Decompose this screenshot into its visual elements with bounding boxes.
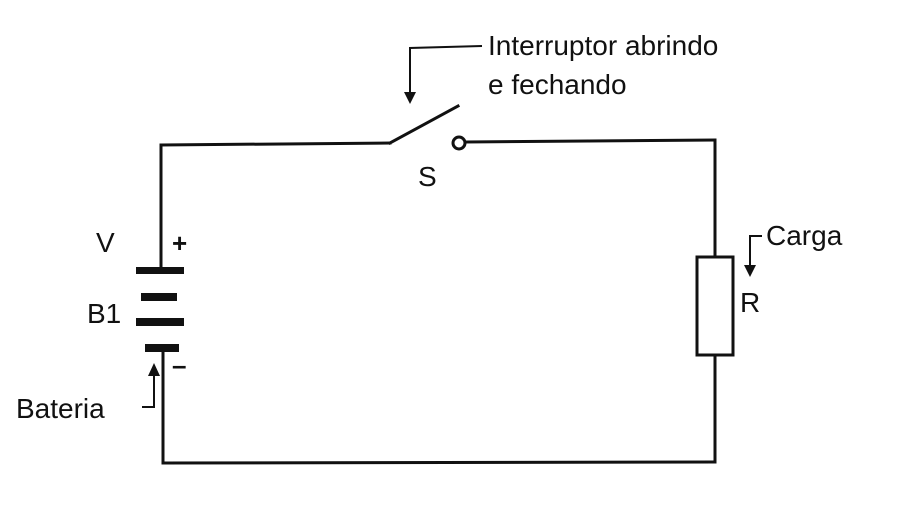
battery-plus-sign: +	[172, 228, 187, 258]
battery-plate-4	[145, 344, 179, 352]
battery: V + B1 –	[87, 227, 187, 380]
switch-annotation-line1: Interruptor abrindo	[488, 30, 718, 61]
switch-annotation-leader	[409, 45, 483, 96]
switch-annotation-line2: e fechando	[488, 69, 627, 100]
resistor-label: R	[740, 287, 760, 318]
arrow-down-icon	[404, 92, 416, 104]
arrow-down-icon	[744, 265, 756, 277]
battery-plate-3	[136, 318, 184, 326]
battery-plate-1	[136, 267, 184, 274]
load-annotation: Carga	[744, 220, 843, 277]
battery-annotation: Bateria	[16, 363, 160, 424]
resistor-body	[695, 255, 735, 357]
battery-annotation-text: Bateria	[16, 393, 105, 424]
battery-annotation-leader	[142, 372, 155, 408]
load-annotation-text: Carga	[766, 220, 843, 251]
switch-blade	[387, 103, 461, 146]
load-annotation-leader	[749, 235, 762, 268]
battery-voltage-label: V	[96, 227, 115, 258]
battery-plate-2	[141, 293, 177, 301]
battery-name: B1	[87, 298, 121, 329]
switch-annotation: Interruptor abrindo e fechando	[404, 30, 718, 104]
switch: S	[387, 103, 467, 192]
circuit-wires	[159, 138, 717, 465]
arrow-up-icon	[148, 363, 160, 376]
wire-top-right	[464, 138, 717, 144]
resistor: R	[695, 255, 760, 357]
switch-contact	[451, 135, 467, 151]
wire-bottom	[161, 460, 717, 465]
wire-top-left	[159, 141, 392, 147]
battery-minus-sign: –	[172, 350, 186, 380]
switch-label: S	[418, 161, 437, 192]
